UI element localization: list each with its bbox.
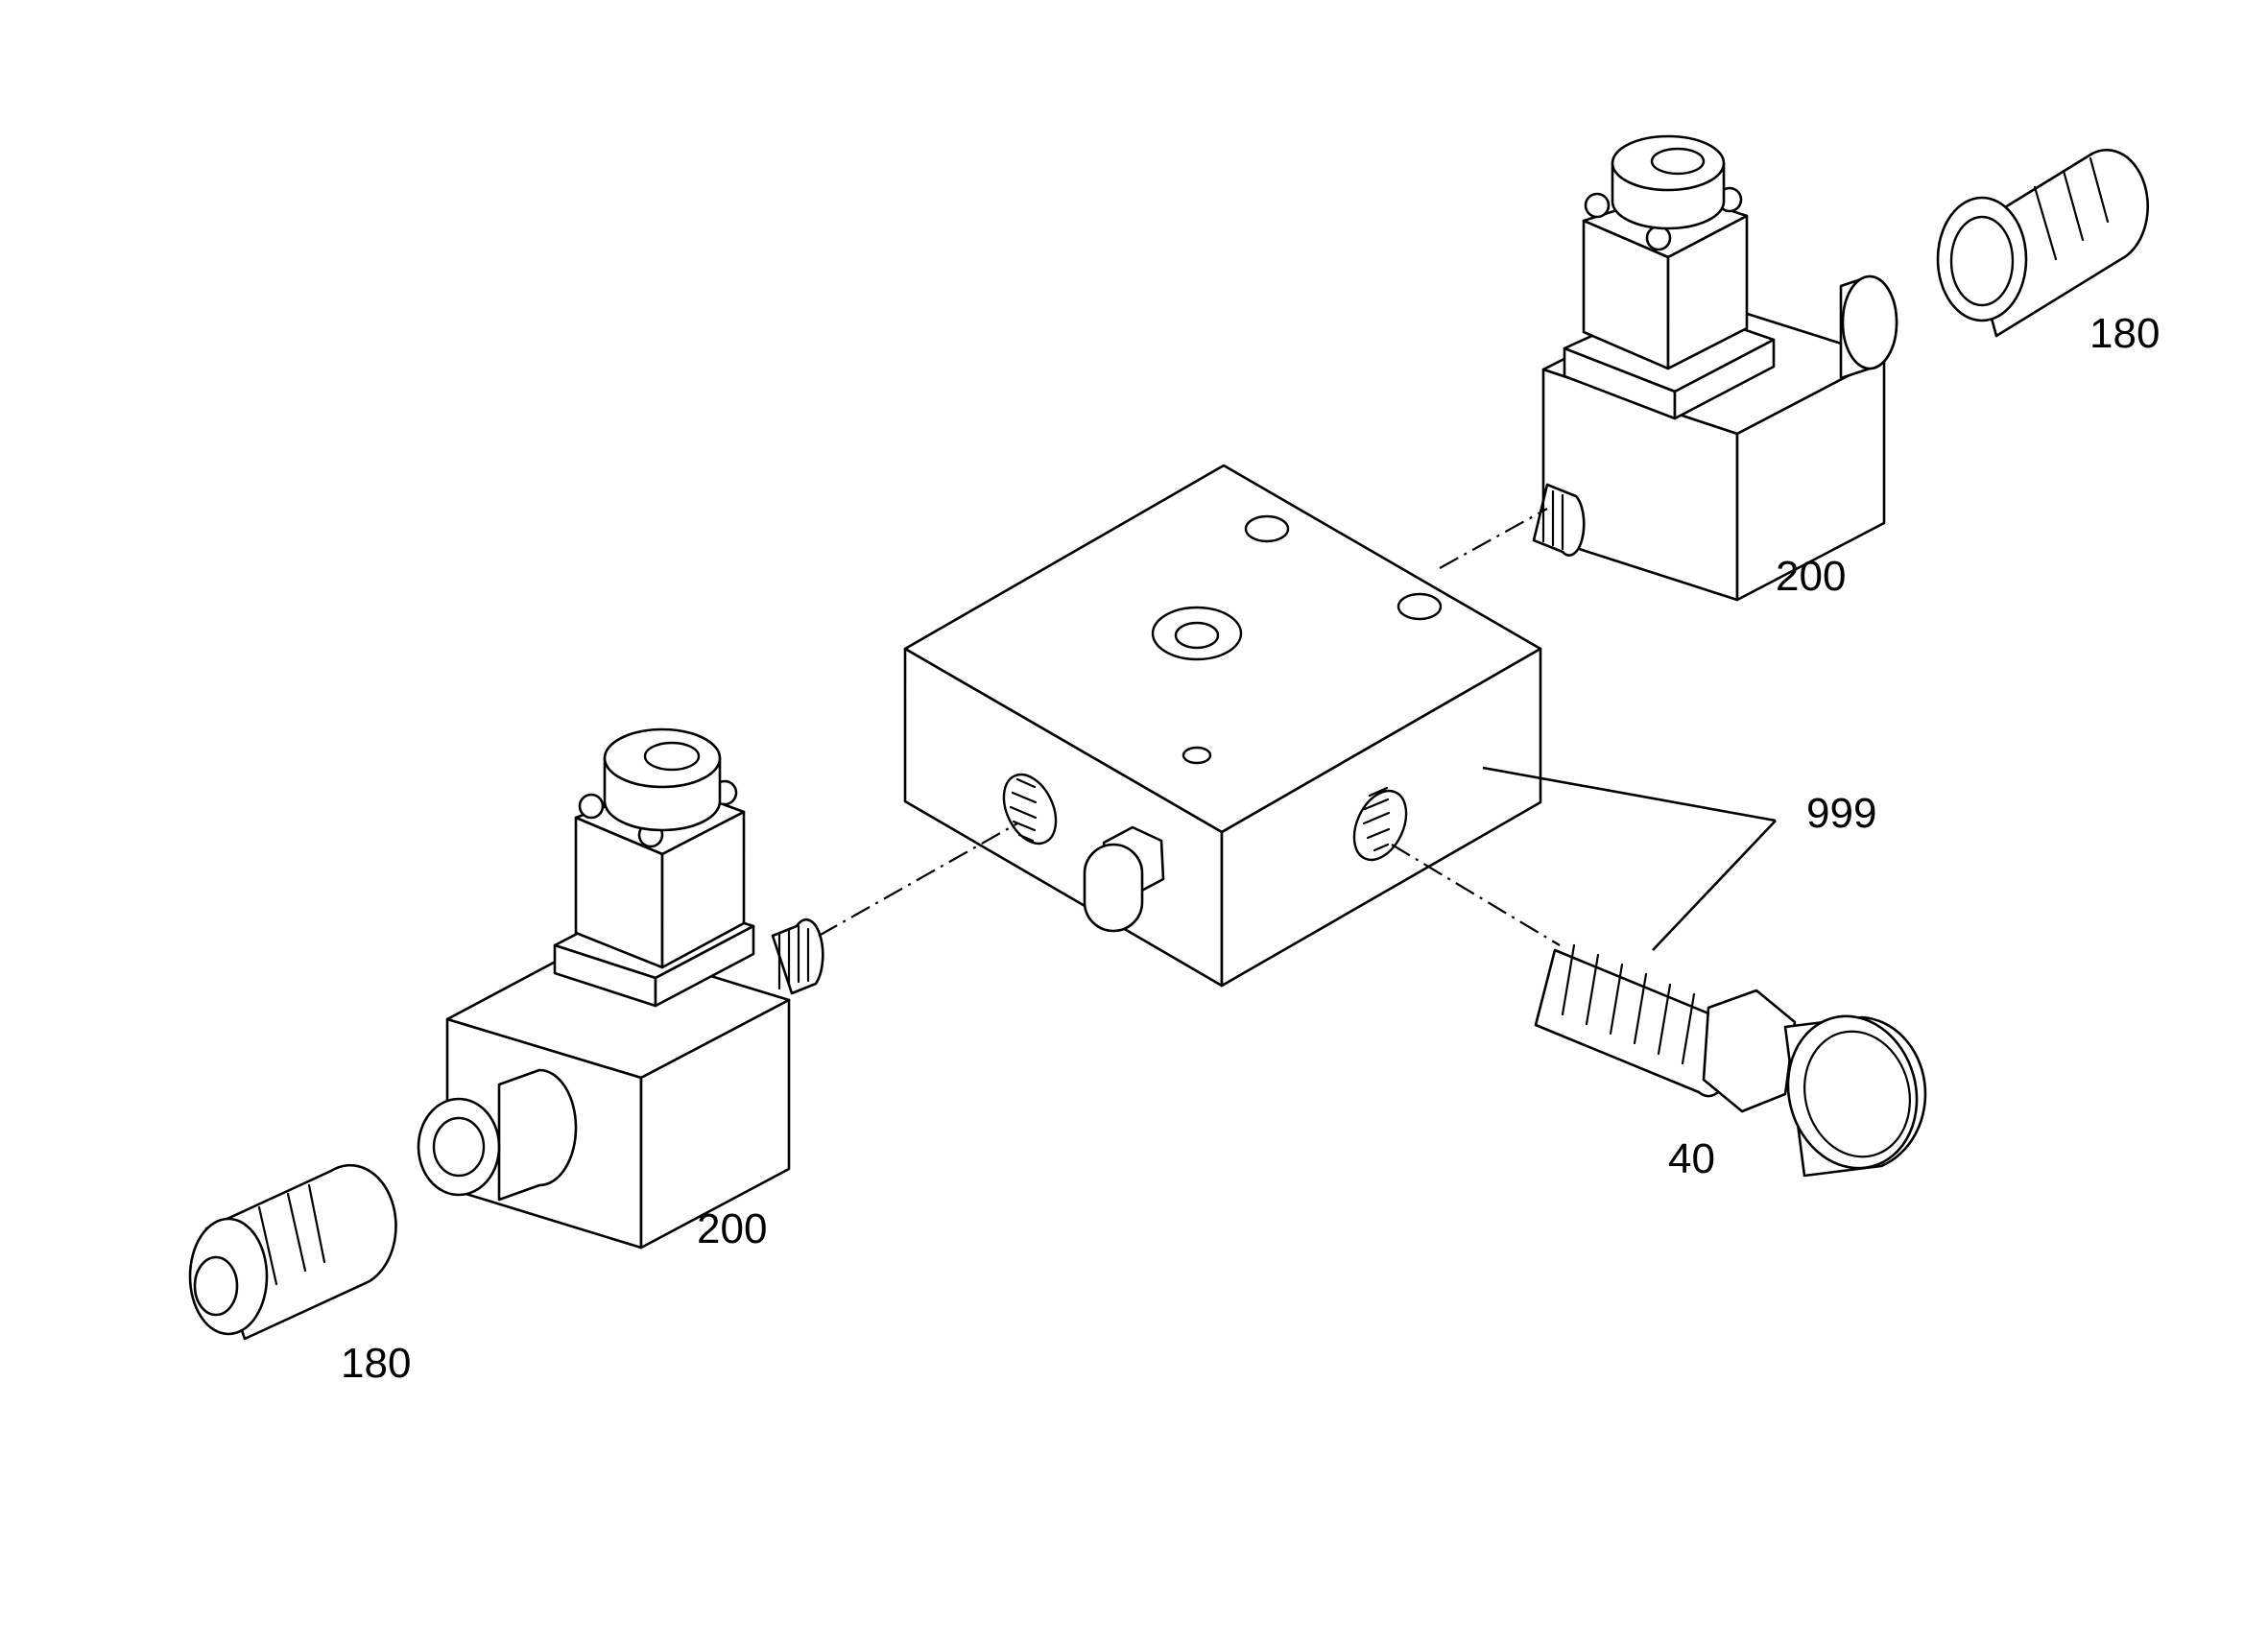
manifold-block <box>903 464 1542 988</box>
fitting-40 <box>1534 943 1927 1178</box>
cap-right <box>1936 148 2150 338</box>
solenoid-valve-right <box>1532 134 1898 602</box>
callout-180-left: 180 <box>341 1340 411 1387</box>
cap-left <box>188 1163 397 1341</box>
center-lines <box>818 508 1561 946</box>
callout-40: 40 <box>1668 1135 1715 1182</box>
leader-lines <box>1482 766 1777 951</box>
solenoid-valve-left <box>417 727 824 1250</box>
callout-180-right: 180 <box>2089 310 2160 357</box>
callout-200-right: 200 <box>1776 553 1846 600</box>
callout-200-left: 200 <box>697 1205 767 1252</box>
callout-999: 999 <box>1806 790 1876 837</box>
